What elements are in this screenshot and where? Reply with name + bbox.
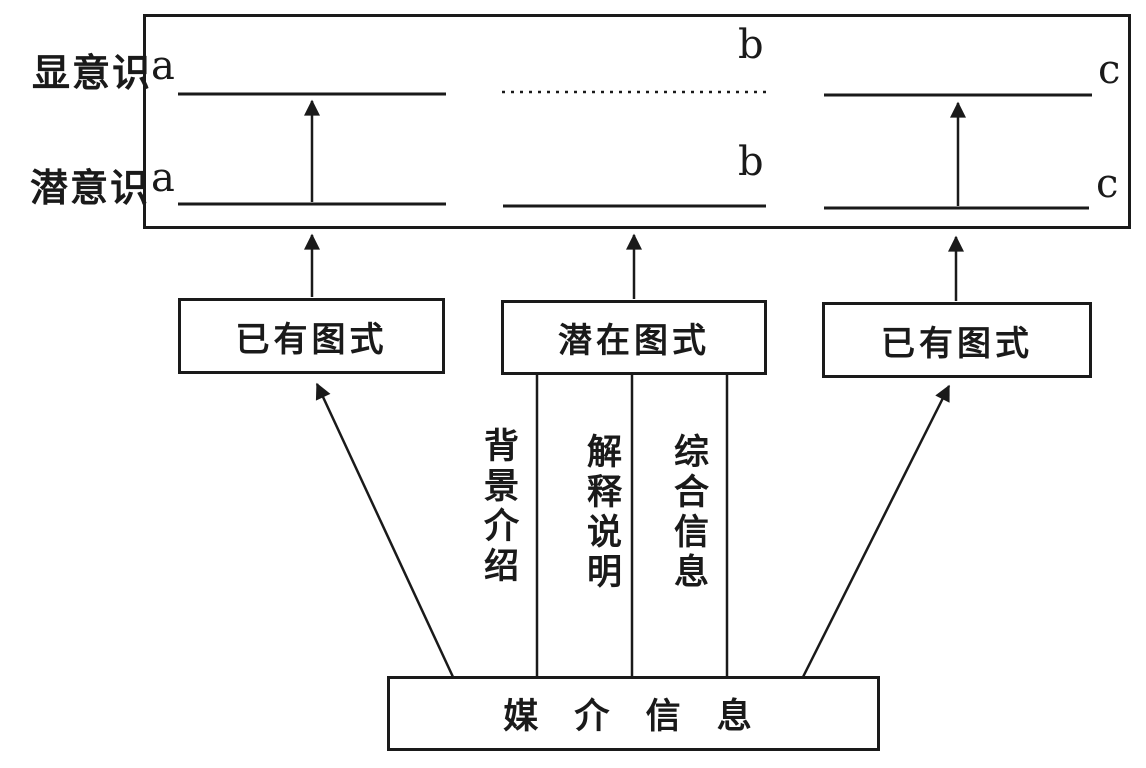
arrow-media-to-existing-right <box>801 384 951 678</box>
media-info-box: 媒 介 信 息 <box>387 676 880 751</box>
schema-box-existing-left-label: 已有图式 <box>235 319 388 360</box>
marker-c-conscious: c <box>1098 47 1121 93</box>
row-label-subconscious: 潜意识 <box>30 165 151 210</box>
schema-box-existing-right-label: 已有图式 <box>881 323 1033 364</box>
channel-label-integrated-info: 综合信息 <box>668 433 709 593</box>
marker-a-subconscious: a <box>151 155 175 201</box>
schema-box-existing-right: 已有图式 <box>822 302 1092 378</box>
schema-box-latent: 潜在图式 <box>501 300 767 375</box>
marker-b-conscious: b <box>738 22 764 68</box>
schema-box-existing-left: 已有图式 <box>178 298 445 374</box>
channel-label-background-intro: 背景介绍 <box>478 427 519 587</box>
channel-label-explanation: 解释说明 <box>581 433 622 593</box>
media-info-label: 媒 介 信 息 <box>503 696 764 737</box>
marker-a-conscious: a <box>151 43 175 89</box>
arrow-media-to-existing-left <box>315 382 455 678</box>
schema-box-latent-label: 潜在图式 <box>558 321 710 361</box>
consciousness-panel <box>143 14 1131 229</box>
row-label-conscious: 显意识 <box>32 50 153 95</box>
marker-c-subconscious: c <box>1096 161 1119 207</box>
marker-b-subconscious: b <box>738 139 764 185</box>
